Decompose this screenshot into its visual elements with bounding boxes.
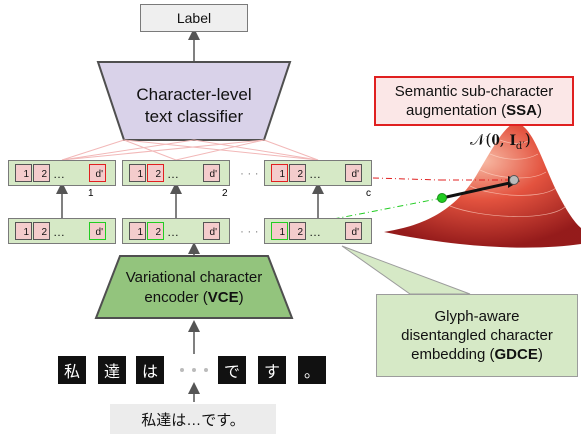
- ssa-box: Semantic sub-character augmentation (SSA…: [374, 76, 574, 126]
- gdce-line2: disentangled character: [401, 327, 553, 344]
- gdce-callout-tail: [341, 245, 471, 295]
- vector-cell: 2: [147, 164, 164, 182]
- vector-cell: d': [203, 222, 220, 240]
- augmentation-arrow: [441, 180, 515, 200]
- char-tile: は: [136, 356, 164, 384]
- vector-ellipsis: …: [53, 225, 65, 239]
- vce-trapezoid: [94, 255, 294, 319]
- classifier-line1: Character-level: [136, 85, 252, 104]
- gdce-box: Glyph-aware disentangled character embed…: [376, 294, 578, 377]
- vector-cell: 1: [15, 222, 32, 240]
- vector-cell: d': [89, 222, 106, 240]
- classifier-line2: text classifier: [144, 107, 244, 126]
- vector-ellipsis: …: [53, 167, 65, 181]
- vce-line2: encoder (VCE): [144, 289, 244, 306]
- vector-ellipsis: …: [167, 225, 179, 239]
- ssa-line2: augmentation (SSA): [406, 102, 542, 119]
- vector-ellipsis: …: [309, 167, 321, 181]
- vector-cell: 2: [147, 222, 164, 240]
- vector-cell: 1: [271, 164, 288, 182]
- lower-vector-1: 1 2 … d': [8, 218, 116, 244]
- vector-cell: 1: [129, 164, 146, 182]
- vector-cell: d': [89, 164, 106, 182]
- classifier-label: Character-level text classifier: [96, 76, 292, 136]
- vector-cell: 2: [33, 164, 50, 182]
- classifier-connections: [61, 139, 319, 161]
- lower-vector-3: 1 2 … d': [264, 218, 372, 244]
- vce-label: Variational character encoder (VCE): [96, 260, 292, 316]
- vector-cell: 2: [289, 164, 306, 182]
- ssa-line1: Semantic sub-character: [394, 83, 554, 100]
- upper-vector-1: 1 2 … d': [8, 160, 116, 186]
- gaussian-notation: 𝒩(𝟎, 𝐈d′): [470, 130, 531, 153]
- input-ellipsis-dots: [180, 368, 208, 372]
- vce-line1: Variational character: [125, 269, 263, 286]
- gdce-line3: embedding (GDCE): [411, 346, 543, 363]
- lower-vector-2: 1 2 … d': [122, 218, 230, 244]
- index-c: c: [366, 188, 371, 199]
- upper-row-ellipsis: · · ·: [240, 166, 259, 180]
- char-tile: 達: [98, 356, 126, 384]
- label-box: Label: [140, 4, 248, 32]
- vector-cell: d': [345, 222, 362, 240]
- gdce-line1: Glyph-aware: [434, 308, 520, 325]
- vector-cell: d': [345, 164, 362, 182]
- green-point: [437, 193, 447, 203]
- index-2: 2: [222, 188, 228, 199]
- gray-point: [509, 175, 519, 185]
- char-tile: 私: [58, 356, 86, 384]
- input-text-box: 私達は…です。: [110, 404, 276, 434]
- char-tile: す: [258, 356, 286, 384]
- vector-cell: 2: [33, 222, 50, 240]
- vector-cell: d': [203, 164, 220, 182]
- upper-vector-2: 1 2 … d': [122, 160, 230, 186]
- lower-row-ellipsis: · · ·: [240, 224, 259, 238]
- vector-cell: 1: [15, 164, 32, 182]
- vector-ellipsis: …: [309, 225, 321, 239]
- upper-vector-3: 1 2 … d': [264, 160, 372, 186]
- vector-cell: 1: [271, 222, 288, 240]
- vector-cell: 1: [129, 222, 146, 240]
- vector-cell: 2: [289, 222, 306, 240]
- index-1: 1: [88, 188, 94, 199]
- vector-ellipsis: …: [167, 167, 179, 181]
- char-tile: 。: [298, 356, 326, 384]
- char-tile: で: [218, 356, 246, 384]
